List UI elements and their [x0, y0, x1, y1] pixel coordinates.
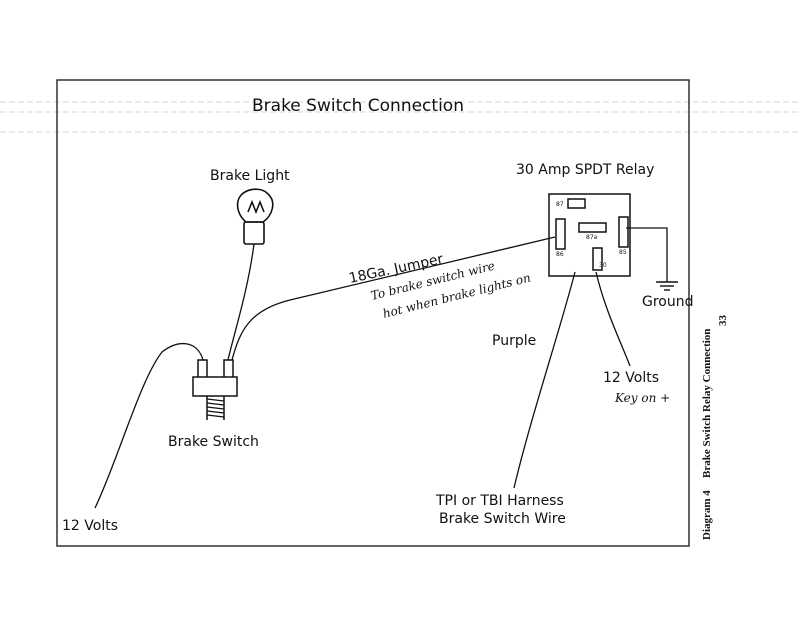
page-number: 33 — [717, 315, 729, 327]
ground-label: Ground — [642, 294, 694, 310]
left-12v-label: 12 Volts — [62, 518, 118, 534]
relay-pin-87a: 87a — [586, 234, 598, 241]
relay-pin-85: 85 — [619, 249, 627, 256]
scan-lines — [0, 101, 800, 133]
left-12v-wire — [94, 342, 204, 509]
harness-label-line1: TPI or TBI Harness — [435, 493, 564, 509]
brake-switch-icon — [192, 359, 238, 420]
bulb-to-switch-wire — [227, 243, 255, 361]
ground-wire — [626, 227, 668, 282]
relay-12v-label: 12 Volts — [603, 370, 659, 386]
diagram-frame — [56, 79, 690, 547]
brake-light-label: Brake Light — [210, 168, 290, 184]
side-diagram-number: Diagram 4 — [701, 490, 713, 540]
diagram-title: Brake Switch Connection — [252, 96, 464, 116]
relay-icon — [548, 193, 631, 277]
relay-12v-wire — [595, 271, 631, 367]
brake-switch-label: Brake Switch — [168, 434, 259, 450]
ground-icon — [656, 281, 678, 291]
relay-pin-30: 30 — [599, 262, 607, 269]
side-caption: Brake Switch Relay Connection — [701, 329, 713, 478]
relay-pin-87: 87 — [556, 201, 564, 208]
jumper-wire — [231, 236, 556, 361]
purple-label: Purple — [492, 333, 536, 349]
purple-harness-wire — [513, 271, 576, 489]
brake-light-bulb-icon — [236, 188, 274, 245]
harness-label-line2: Brake Switch Wire — [439, 511, 566, 527]
relay-title: 30 Amp SPDT Relay — [516, 162, 654, 178]
relay-pin-86: 86 — [556, 251, 564, 258]
key-on-note: Key on + — [614, 391, 670, 405]
